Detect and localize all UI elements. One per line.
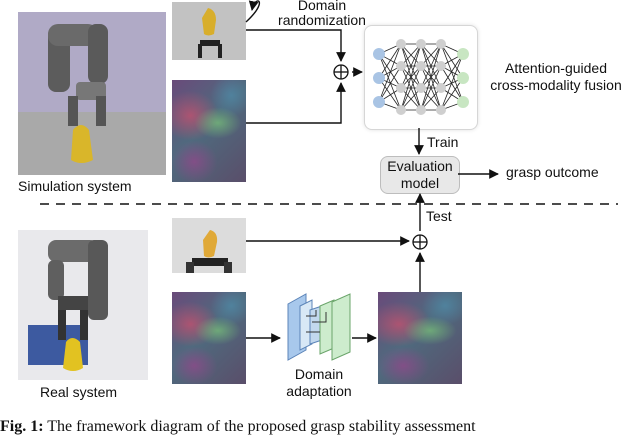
caption-prefix: Fig. 1:	[0, 418, 44, 435]
figure-caption: Fig. 1: The framework diagram of the pro…	[0, 418, 476, 436]
domain-adaptation-label-line1: Domain	[294, 366, 344, 382]
test-label: Test	[426, 208, 452, 224]
fusion-network-diagram	[373, 39, 469, 115]
adapted-tactile-image	[378, 292, 462, 384]
sim-tactile-image	[172, 80, 246, 182]
real-visual-image	[172, 218, 246, 273]
fusion-network-box	[364, 25, 478, 130]
caption-text: The framework diagram of the proposed gr…	[43, 418, 476, 435]
domain-adaptation-network	[287, 293, 351, 361]
sim-tactile-arrow	[246, 82, 346, 124]
simulation-robot-image	[18, 12, 166, 175]
simulation-system-label: Simulation system	[18, 178, 132, 194]
sim-visual-image	[172, 2, 246, 60]
fusion-label-line1: Attention-guided	[505, 60, 607, 76]
real-system-label: Real system	[40, 384, 118, 400]
sim-fusion-plus	[333, 64, 349, 80]
domain-randomization-label-line1: Domain	[297, 0, 347, 13]
sim-visual-arrow	[246, 29, 346, 62]
evaluation-label-line2: model	[400, 175, 440, 191]
grasp-outcome-label: grasp outcome	[506, 164, 599, 180]
real-fusion-plus	[412, 234, 428, 250]
domain-randomization-label-line2: randomization	[278, 12, 366, 28]
domain-adaptation-label-line2: adaptation	[286, 383, 352, 399]
fusion-label-line2: cross-modality fusion	[490, 77, 622, 93]
train-label: Train	[427, 134, 459, 150]
real-tactile-image	[172, 292, 246, 384]
real-robot-image	[18, 230, 148, 380]
evaluation-label-line1: Evaluation	[387, 158, 453, 174]
domain-randomization-loop	[245, 0, 261, 23]
